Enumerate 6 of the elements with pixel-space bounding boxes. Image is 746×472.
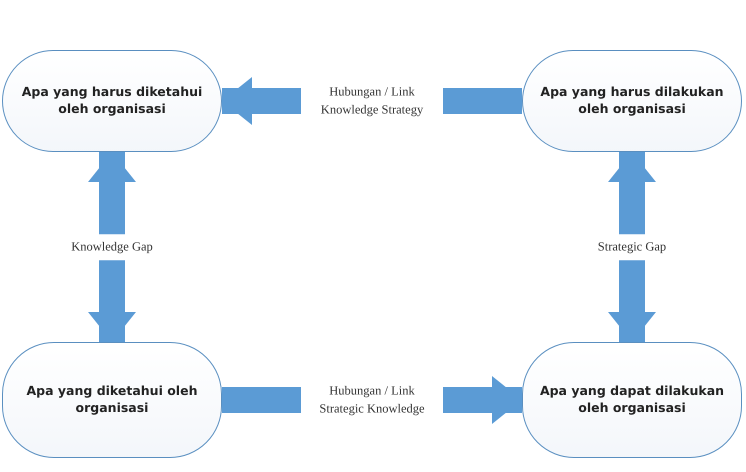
node-text: Apa yang diketahui oleh organisasi [26,383,198,417]
block-arrow [608,152,656,342]
node-text: Apa yang harus dilakukan oleh organisasi [539,84,725,118]
node-text: Apa yang harus diketahui oleh organisasi [20,84,204,118]
block-arrow [88,152,136,342]
node-text: Apa yang dapat dilakukan oleh organisasi [538,383,726,417]
